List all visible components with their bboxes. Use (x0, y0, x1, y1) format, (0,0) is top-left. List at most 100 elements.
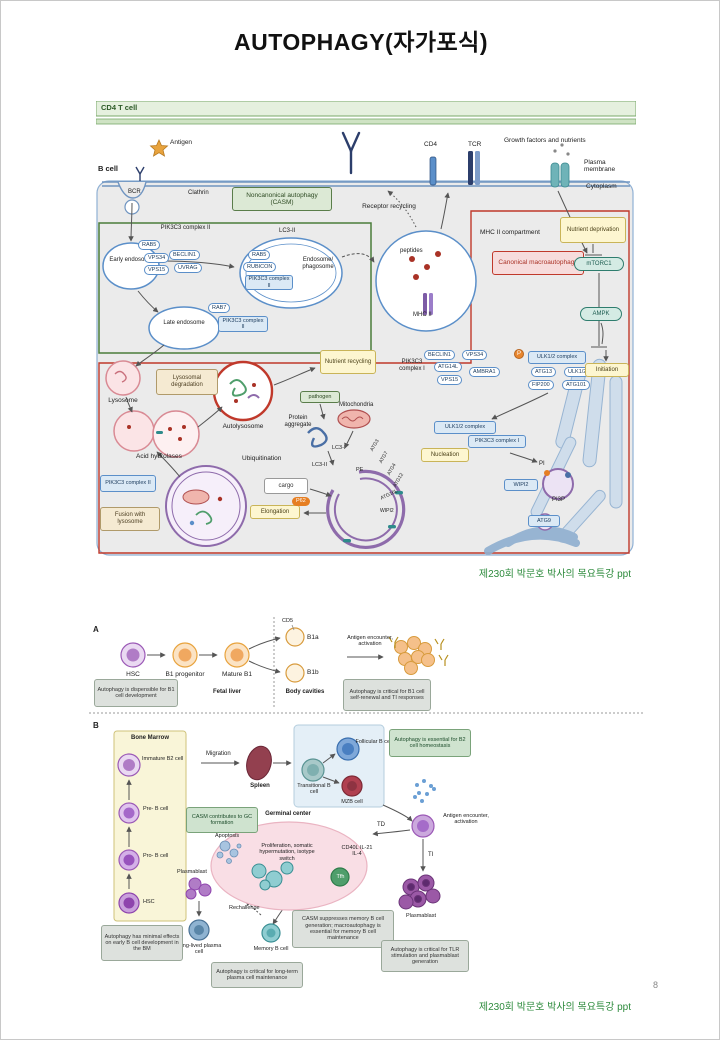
clathrin-label: Clathrin (188, 190, 209, 196)
t-cell-membrane-band (96, 101, 636, 125)
pathway-figure-canvas (96, 101, 636, 556)
beclin1-pill-a: BECLIN1 (169, 250, 200, 261)
lc3ii-label-a: LC3-II (279, 228, 296, 234)
tfh-cell (330, 867, 350, 887)
vps15-pill-b: VPS15 (437, 375, 463, 386)
rab5-pill-a: RAB5 (138, 240, 161, 251)
mitochondria-icon (337, 409, 371, 429)
pik3c3-i-label-a: PIK3C3 complex I (399, 359, 425, 372)
mzb-label: MZB cell (341, 799, 363, 805)
pik3c3-ii-box-d: PIK3C3 complex II (100, 475, 156, 492)
antigen-icon (149, 139, 169, 157)
panel-a-label: A (93, 625, 99, 634)
memory-b-cell (261, 923, 281, 943)
long-lived-plasma-cell (188, 919, 210, 941)
note-casm-gc: CASM contributes to GC formation (186, 807, 258, 833)
phospho-circle: P (514, 349, 524, 359)
page-number: 8 (653, 980, 659, 990)
atg9-box: ATG9 (528, 515, 560, 527)
atg13-pill: ATG13 (531, 367, 557, 378)
panel-a-cells (120, 624, 305, 683)
beclin1-pill-b: BECLIN1 (424, 350, 455, 361)
nutrient-recycling-box: Nutrient recycling (320, 350, 376, 374)
vps34-pill-a: VPS34 (144, 253, 170, 264)
bcell-figure-canvas (89, 617, 645, 943)
pro-b-label: Pro- B cell (143, 853, 169, 859)
antibody-icon (341, 131, 361, 175)
pre-b-label: Pre- B cell (143, 806, 169, 812)
b1b-label: B1b (307, 669, 319, 676)
acid-hydrolases-label: Acid hydrolases (136, 453, 182, 460)
omegasome-vesicle (542, 468, 574, 500)
panel-b-arrows (196, 753, 426, 925)
mhc2-compartment-shape (375, 230, 477, 332)
lc3i-label: LC3-I (332, 445, 346, 451)
initiation-box: Initiation (585, 363, 629, 377)
plasmablast-cells-a (185, 877, 212, 900)
apoptosis-cells (216, 840, 242, 864)
note-early-bm: Autophagy has minimal effects on early B… (101, 925, 183, 961)
mtorc1-node: mTORC1 (574, 257, 624, 271)
cd5-label: CD5 (282, 618, 294, 624)
autophagosome-shape (165, 465, 247, 547)
endosome-phagosome-shape (239, 237, 343, 309)
pathway-arrows (125, 190, 609, 516)
ambra1-pill: AMBRA1 (469, 367, 500, 378)
note-b1-self-renewal: Autophagy is critical for B1 cell self-r… (343, 679, 431, 711)
b1-progenitor-label: B1 progenitor (165, 671, 205, 678)
bone-marrow-cells (117, 753, 141, 914)
autophagy-pathway-figure: CD4 T cell B cell Antigen BCR Clathrin N… (96, 101, 636, 561)
atg101-pill: ATG101 (562, 380, 591, 391)
panel-b-label: B (93, 721, 99, 730)
memory-b-label: Memory B cell (253, 946, 289, 952)
plasmablast-label-b: Plasmablast (406, 913, 436, 919)
migration-label: Migration (206, 751, 231, 757)
nutrient-deprivation-box: Nutrient deprivation (560, 217, 626, 243)
mhc2-label: MHC II (413, 312, 432, 318)
autolysosome-shape (212, 360, 274, 422)
wipi2-label-a: WIPI2 (380, 508, 394, 514)
spleen-label: Spleen (250, 783, 270, 789)
phagophore-shape (326, 469, 406, 550)
endosome-phagosome-label: Endosome/ phagosome (302, 257, 334, 270)
panel-a-arrows (147, 636, 384, 674)
proliferation-label: Proliferation, somatic hypermutation, is… (259, 843, 315, 862)
b1a-label: B1a (307, 634, 319, 641)
growth-factors-label: Growth factors and nutrients (504, 137, 586, 144)
tcr-label: TCR (468, 141, 482, 148)
ti-label: TI (428, 852, 434, 858)
bcr-label: BCR (128, 189, 141, 195)
rubicon-pill: RUBICON (243, 262, 277, 273)
lysosome-label: Lysosome (108, 397, 138, 404)
nutrient-channel-icon (550, 143, 570, 188)
spleen-bcells (301, 737, 363, 797)
note-plasma-maintenance: Autophagy is critical for long-term plas… (211, 962, 303, 988)
activated-b1-cluster (388, 636, 449, 675)
cd4-label: CD4 (424, 141, 438, 148)
plasmablast-cells-b (398, 874, 441, 910)
casm-title-box: Noncanonical autophagy (CASM) (232, 187, 332, 211)
activated-b2-cell (411, 814, 435, 838)
early-endosome-label: Early endosome (109, 257, 153, 263)
rechallenge-label: Rechallenge (229, 905, 260, 911)
cytoplasm-label: Cytoplasm (586, 183, 617, 190)
lc3ii-label-b: LC3-II (312, 462, 327, 468)
ulk12-complex-box-a: ULK1/2 complex (528, 351, 586, 364)
canonical-region-border (98, 210, 630, 554)
note-tlr-plasmablast: Autophagy is critical for TLR stimulatio… (381, 940, 469, 972)
autolysosome-label: Autolysosome (222, 423, 264, 430)
antigen-encounter-label-a: Antigen encounter, activation (347, 635, 393, 648)
peptides-label: peptides (400, 248, 423, 254)
immature-b2-label: Immature B2 cell (142, 756, 184, 762)
pik3c3-ii-box-b: PIK3C3 complex II (245, 275, 293, 290)
cd4-tcr-icons (429, 151, 480, 186)
canonical-macroautophagy-box: Canonical macroautophagy (492, 251, 584, 275)
pe-label: PE (356, 467, 364, 473)
plasmablast-label-a: Plasmablast (177, 869, 207, 875)
caption-2: 제230회 박문호 박사의 목요특강 ppt (478, 1002, 631, 1013)
protein-aggregate-label: Protein aggregate (284, 415, 312, 428)
note-b2-homeostasis: Autophagy is essential for B2 cell homeo… (389, 729, 471, 757)
vps34-pill-b: VPS34 (462, 350, 488, 361)
rab7-pill: RAB7 (208, 303, 231, 314)
